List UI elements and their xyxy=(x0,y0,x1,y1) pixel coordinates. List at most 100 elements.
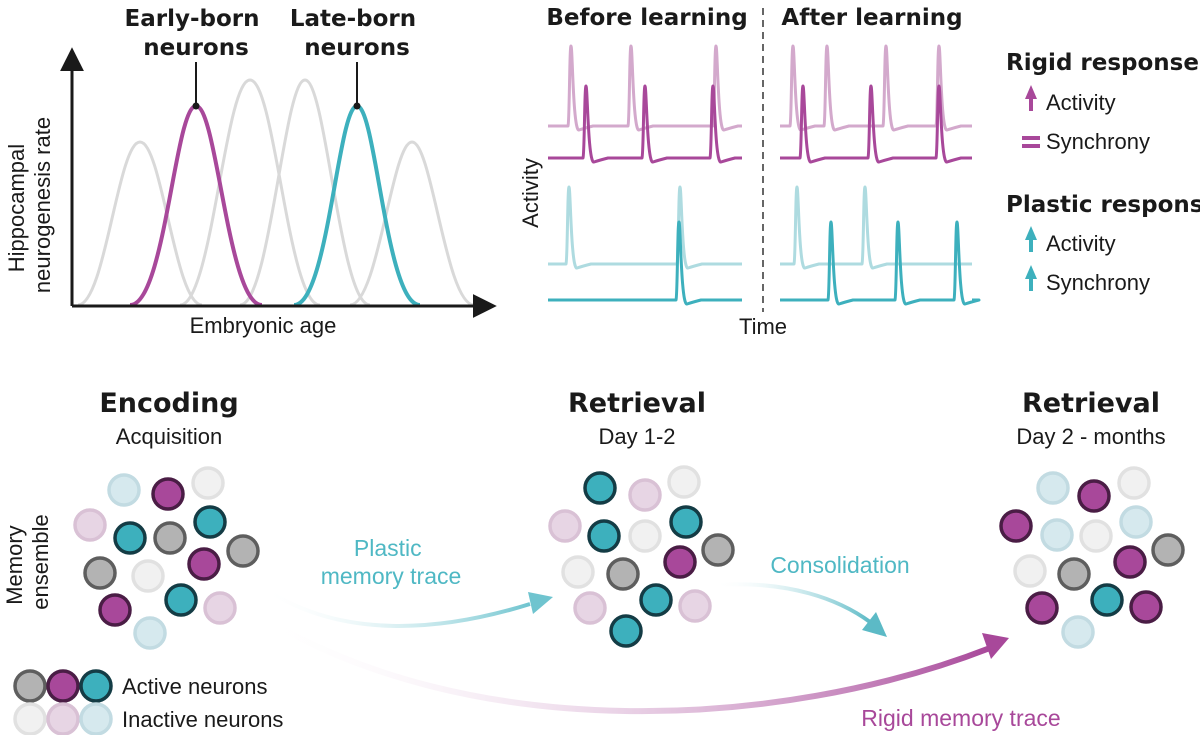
inactive-teal-neuron xyxy=(1061,615,1095,649)
time-xlabel: Time xyxy=(739,314,787,339)
activity-ylabel: Activity xyxy=(518,158,543,228)
inactive-purple-neuron xyxy=(678,589,712,623)
inactive-teal-neuron xyxy=(133,616,167,650)
trace-arrows: Plastic memory trace Consolidation Rigid… xyxy=(256,535,1061,731)
inactive-gray-neuron xyxy=(1079,519,1113,553)
active-gray-neuron xyxy=(606,557,640,591)
memory-ylabel-line2: ensemble xyxy=(28,514,53,609)
active-purple-neuron xyxy=(98,593,132,627)
inactive-gray-neuron xyxy=(667,465,701,499)
active-gray-neuron xyxy=(1057,557,1091,591)
early-peak-dot xyxy=(192,102,200,110)
consolidation-arrow xyxy=(713,582,872,624)
stage-headings: Encoding Acquisition Retrieval Day 1-2 R… xyxy=(99,388,1165,449)
active-gray-neuron xyxy=(83,556,117,590)
neuron-ensembles xyxy=(73,465,1185,650)
trace-rigid-after-light xyxy=(780,44,972,132)
inactive-purple-neuron xyxy=(46,702,80,735)
late-born-label-line2: neurons xyxy=(304,35,410,61)
after-learning-title: After learning xyxy=(781,5,962,31)
plastic-trace-label-line2: memory trace xyxy=(321,563,462,589)
trace-rigid-before-light xyxy=(548,44,742,132)
late-born-curve xyxy=(293,103,421,307)
inactive-purple-neuron xyxy=(573,591,607,625)
late-peak-dot xyxy=(353,102,361,110)
trace-plastic-after-light xyxy=(780,185,972,270)
active-gray-neuron xyxy=(1151,533,1185,567)
rigid-synchrony-equal-icon xyxy=(1022,136,1040,148)
inactive-teal-neuron xyxy=(107,473,141,507)
inactive-purple-neuron xyxy=(203,591,237,625)
neuron-legend: Active neurons Inactive neurons xyxy=(13,669,283,735)
ensemble-3 xyxy=(999,466,1185,649)
stage-1-title: Encoding xyxy=(99,388,238,419)
active-teal-neuron xyxy=(193,505,227,539)
rigid-trace-label: Rigid memory trace xyxy=(861,705,1060,731)
neurogenesis-ylabel-line2: neurogenesis rate xyxy=(30,117,55,293)
rigid-activity-label: Activity xyxy=(1046,90,1116,115)
active-gray-neuron xyxy=(701,533,735,567)
gray-curve-2 xyxy=(179,78,321,307)
neurogenesis-panel: Early-born neurons Late-born neurons Hip… xyxy=(4,6,497,338)
memory-ylabel-line1: Memory xyxy=(2,525,27,604)
stage-3-title: Retrieval xyxy=(1022,388,1160,419)
inactive-purple-neuron xyxy=(73,508,107,542)
inactive-teal-neuron xyxy=(79,702,113,735)
before-learning-title: Before learning xyxy=(546,5,747,31)
inactive-gray-neuron xyxy=(131,559,165,593)
active-purple-neuron xyxy=(663,545,697,579)
active-neurons-label: Active neurons xyxy=(122,674,268,699)
active-gray-neuron xyxy=(13,669,47,703)
active-purple-neuron xyxy=(151,477,185,511)
early-born-label-line2: neurons xyxy=(143,35,249,61)
late-born-label-line1: Late-born xyxy=(290,6,416,32)
active-purple-neuron xyxy=(1077,479,1111,513)
early-born-curve xyxy=(129,103,263,307)
memory-ensemble-ylabel: Memory ensemble xyxy=(2,514,53,609)
ensemble-1 xyxy=(73,466,260,650)
neurogenesis-ylabel: Hippocampal neurogenesis rate xyxy=(4,117,55,293)
rigid-memory-trace-arrow xyxy=(256,612,992,715)
active-purple-neuron xyxy=(1129,590,1163,624)
trace-plastic-before-dark xyxy=(548,220,742,306)
rigid-synchrony-label: Synchrony xyxy=(1046,129,1150,154)
active-purple-neuron xyxy=(1025,591,1059,625)
trace-rigid-after-dark xyxy=(780,84,972,164)
trace-rigid-before-dark xyxy=(548,84,742,164)
inactive-gray-neuron xyxy=(561,555,595,589)
gray-curve-3 xyxy=(239,78,371,307)
active-purple-neuron xyxy=(999,509,1033,543)
active-teal-neuron xyxy=(639,583,673,617)
rigid-response-title: Rigid response xyxy=(1006,50,1199,76)
active-teal-neuron xyxy=(669,505,703,539)
consolidation-label: Consolidation xyxy=(770,552,909,578)
inactive-teal-neuron xyxy=(1119,505,1153,539)
neurogenesis-ylabel-line1: Hippocampal xyxy=(4,144,29,272)
plastic-activity-arrow-icon xyxy=(1025,226,1037,252)
early-born-label: Early-born neurons xyxy=(125,6,268,61)
active-teal-neuron xyxy=(164,583,198,617)
active-purple-neuron xyxy=(46,669,80,703)
stage-2-title: Retrieval xyxy=(568,388,706,419)
stage-1-subtitle: Acquisition xyxy=(116,424,222,449)
stage-3-subtitle: Day 2 - months xyxy=(1016,424,1165,449)
rigid-activity-arrow-icon xyxy=(1025,85,1037,111)
active-purple-neuron xyxy=(187,547,221,581)
active-gray-neuron xyxy=(153,521,187,555)
gray-curves xyxy=(77,78,475,307)
inactive-gray-neuron xyxy=(13,702,47,735)
active-teal-neuron xyxy=(79,669,113,703)
active-teal-neuron xyxy=(609,614,643,648)
activity-panel: Before learning After learning Activity … xyxy=(518,5,981,339)
active-gray-neuron xyxy=(226,534,260,568)
neurogenesis-xlabel: Embryonic age xyxy=(190,313,337,338)
early-born-label-line1: Early-born xyxy=(125,6,260,32)
trace-plastic-after-dark xyxy=(780,220,981,306)
inactive-purple-neuron xyxy=(548,509,582,543)
plastic-synchrony-label: Synchrony xyxy=(1046,270,1150,295)
rigid-arrowhead xyxy=(982,633,1009,659)
late-born-label: Late-born neurons xyxy=(290,6,424,61)
inactive-gray-neuron xyxy=(1013,554,1047,588)
active-teal-neuron xyxy=(587,519,621,553)
